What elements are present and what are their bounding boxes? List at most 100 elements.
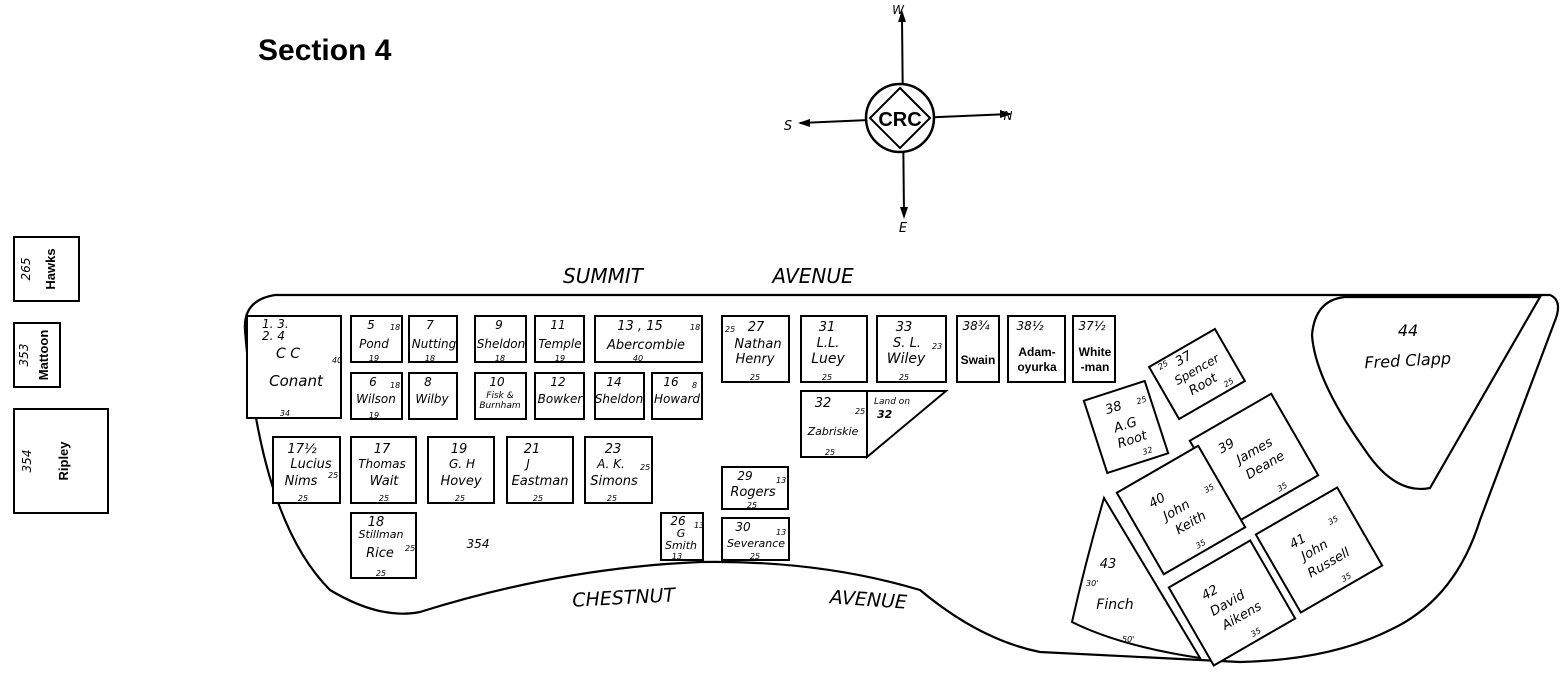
lot-owner: Bowker	[538, 392, 584, 406]
lot-dimension: 25	[1222, 376, 1235, 389]
lot-note: 32	[877, 408, 893, 421]
lot-number: 26	[670, 514, 686, 528]
lot-38-1-2: 38½ Adam- oyurka	[1007, 315, 1066, 383]
lot-number: 17½	[287, 442, 317, 457]
lot-41: 41 John Russell 35 35	[1254, 486, 1384, 614]
lot-37-1-2: 37½ White -man	[1072, 315, 1116, 383]
lot-owner: Rice	[366, 546, 394, 561]
lot-dimension: 35	[1327, 514, 1340, 527]
lot-number: 11	[550, 318, 565, 332]
lot-dimension: 19	[369, 411, 379, 420]
lot-12: 12 Bowker	[534, 372, 585, 420]
lot-number: 41	[1287, 531, 1309, 552]
lot-owner: Nathan	[734, 337, 781, 352]
lot-number: 7	[426, 318, 434, 332]
lot-dimension: 19	[369, 354, 379, 363]
lot-number: 38	[1103, 399, 1123, 418]
lot-owner: Sheldon	[595, 392, 644, 406]
lot-dimension: 23	[932, 342, 942, 351]
lot-owner: Pond	[359, 337, 389, 351]
lot-owner: White	[1079, 345, 1112, 359]
lot-number: 21	[524, 442, 541, 457]
lot-owner: L.L.	[817, 336, 840, 351]
lot-owner: Fred Clapp	[1364, 349, 1451, 373]
lot-owner: Wilson	[356, 392, 396, 406]
lot-43: 43 Finch 30' 50'	[1070, 495, 1202, 660]
lot-32: 32 Zabriskie 25 25 Land on 32	[800, 390, 949, 460]
lot-number: 40	[1146, 490, 1168, 511]
lot-number: 30	[735, 520, 751, 534]
lot-17: 17 Thomas Wait 25	[350, 436, 417, 504]
lot-14: 14 Sheldon	[594, 372, 645, 420]
lot-number: 10	[489, 375, 505, 389]
lot-number: 43	[1100, 557, 1117, 572]
lot-number: 23	[605, 442, 622, 457]
lot-owner: Wiley	[887, 351, 926, 367]
lot-number: 32	[815, 396, 832, 411]
lot-10: 10 Fisk & Burnham	[474, 372, 527, 420]
lot-number: 38½	[1017, 319, 1044, 333]
lot-number: 9	[495, 318, 503, 332]
lot-dimension: 35	[1249, 626, 1262, 639]
lot-owner: Nutting	[412, 337, 457, 351]
compass-west-label: W	[892, 3, 905, 17]
lot-dimension: 18	[390, 323, 400, 332]
lot-owner: S. L.	[893, 336, 921, 351]
lot-dimension: 8	[692, 381, 697, 390]
lot-number: 33	[896, 320, 913, 335]
lot-dimension: 25	[750, 373, 760, 382]
lot-owner: Lucius	[290, 457, 331, 472]
lot-number: 44	[1398, 321, 1418, 340]
lot-dimension: 34	[280, 409, 290, 418]
lot-owner: Eastman	[512, 474, 569, 489]
lot-16: 16 Howard 8	[651, 372, 703, 420]
lot-dimension: 35	[1202, 482, 1215, 495]
lot-owner: Luey	[811, 351, 845, 367]
lot-dimension: 13	[776, 528, 786, 537]
lot-owner: Conant	[269, 372, 324, 390]
lot-owner: Wilby	[415, 392, 449, 406]
lot-17-1-2: 17½ Lucius Nims 25 25	[272, 436, 341, 504]
lot-dimension: 18	[495, 354, 505, 363]
lot-number: 37½	[1079, 319, 1106, 333]
lot-number: 16	[663, 375, 679, 389]
lot-dimension: 32	[1141, 445, 1153, 457]
lot-dimension: 40	[633, 354, 643, 363]
lot-40: 40 John Keith 35 35	[1115, 444, 1247, 576]
lot-number: 17	[374, 442, 391, 457]
lot-dimension: 25	[376, 569, 386, 578]
lot-dimension: 13	[672, 552, 682, 561]
lot-31: 31 L.L. Luey 25	[800, 315, 868, 383]
lot-dimension: 30'	[1086, 579, 1098, 588]
lot-number: 354	[20, 450, 34, 473]
lot-8: 8 Wilby	[408, 372, 458, 420]
lot-38-3-4: 38¾ Swain	[956, 315, 1000, 383]
lot-owner: Hawks	[43, 248, 58, 289]
lot-13-15: 13 , 15 Abercombie 18 40	[594, 315, 703, 363]
lot-dimension: 25	[899, 373, 909, 382]
lot-dimension: 35	[1194, 538, 1207, 551]
side-lot-hawks: 265 Hawks	[13, 236, 80, 302]
lot-number: 353	[17, 344, 31, 367]
lot-7: 7 Nutting 18	[408, 315, 458, 363]
lot-dimension: 25	[725, 325, 735, 334]
lot-number: 31	[819, 320, 836, 335]
lot-number: 18	[368, 515, 385, 530]
lot-number: 13 , 15	[617, 319, 662, 334]
lot-number: 37	[1173, 348, 1195, 370]
lot-27: 27 Nathan Henry 25 25	[721, 315, 790, 383]
lot-owner: Finch	[1096, 597, 1133, 613]
lot-dimension: 25	[298, 494, 308, 503]
lot-33: 33 S. L. Wiley 23 25	[876, 315, 947, 383]
lot-owner: Rogers	[730, 485, 776, 500]
lot-number: 39	[1216, 436, 1238, 457]
lot-owner: A. K.	[596, 457, 625, 471]
lot-44: 44 Fred Clapp	[1364, 321, 1451, 372]
lot-number: 14	[606, 375, 621, 389]
lot-number: 5	[367, 318, 375, 332]
street-summit-avenue: AVENUE	[770, 264, 854, 288]
compass-east-label: E	[899, 221, 908, 236]
lot-dimension: 25	[328, 471, 338, 480]
lot-owner: Hovey	[440, 474, 481, 489]
